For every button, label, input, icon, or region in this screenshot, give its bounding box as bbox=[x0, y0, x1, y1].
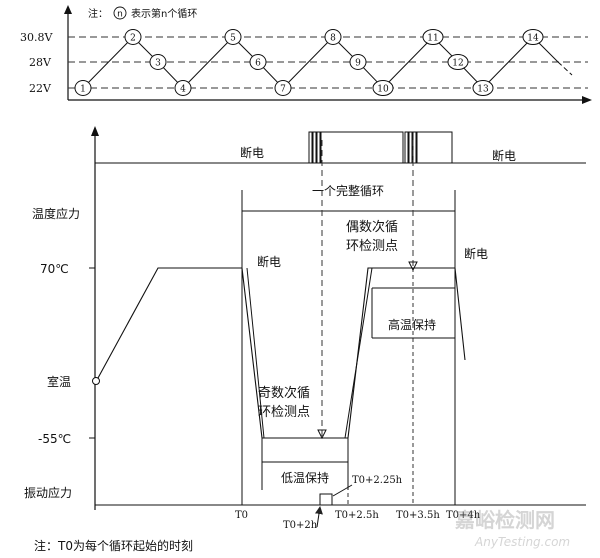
time-t0: T0 bbox=[235, 510, 248, 521]
voltage-baseline-arrow bbox=[582, 96, 592, 104]
cycle-marker bbox=[522, 29, 544, 45]
t2-arrow bbox=[315, 506, 323, 528]
power-pulses bbox=[308, 131, 453, 163]
cycle-marker bbox=[74, 80, 92, 96]
t225-leader bbox=[332, 484, 353, 497]
level-label-22: 22V bbox=[29, 82, 52, 95]
cycle-marker bbox=[472, 80, 494, 96]
temperature-curve bbox=[97, 267, 466, 439]
time-t225: T0+2.25h bbox=[352, 475, 403, 486]
voltage-cycle-panel: 30.8V 28V 22V 注： n 表示第n个循环 1234567891011… bbox=[20, 5, 592, 104]
vibration-label: 振动应力 bbox=[24, 485, 72, 500]
cycle-marker bbox=[447, 54, 469, 70]
cycle-marker-label: 4 bbox=[180, 85, 186, 95]
watermark-cn: 嘉峪检测网 bbox=[454, 508, 555, 532]
cycle-marker-label: 10 bbox=[377, 85, 389, 95]
voltage-axis-arrow bbox=[64, 5, 72, 14]
cycle-marker bbox=[124, 29, 142, 45]
start-point-icon bbox=[92, 377, 100, 385]
watermark: 嘉峪检测网 AnyTesting.com bbox=[454, 508, 570, 549]
temp-low-label: -55℃ bbox=[38, 432, 71, 446]
temp-stress-label: 温度应力 bbox=[32, 206, 80, 221]
time-t25: T0+2.5h bbox=[335, 510, 379, 521]
cycle-note-prefix: 注： bbox=[88, 7, 108, 20]
cycle-marker bbox=[224, 29, 242, 45]
note-circle-icon bbox=[113, 6, 127, 20]
high-hold-label: 高温保持 bbox=[388, 317, 436, 332]
cycle-marker bbox=[422, 29, 444, 45]
cooling-edge bbox=[246, 267, 265, 439]
cycle-marker-label: 13 bbox=[477, 85, 489, 95]
cycle-marker-label: 14 bbox=[527, 34, 539, 44]
watermark-en: AnyTesting.com bbox=[474, 535, 570, 549]
cycle-marker bbox=[274, 80, 292, 96]
odd-check-label-line1: 奇数次循 bbox=[258, 385, 310, 401]
profile-axis-arrow bbox=[91, 126, 99, 136]
cycle-marker-label: 5 bbox=[230, 34, 236, 44]
cycle-marker-label: 8 bbox=[330, 34, 336, 44]
even-check-arrow-icon bbox=[408, 261, 418, 272]
footnote: 注：T0为每个循环起始的时刻 bbox=[34, 538, 193, 553]
heating-edge bbox=[344, 267, 373, 439]
vibration-pulse bbox=[319, 493, 333, 506]
temperature-profile: 断电 断电 一个完整循环 温度应力 70℃ 室温 -55℃ 振动应力 断电 断电… bbox=[24, 126, 586, 553]
time-t2: T0+2h bbox=[283, 520, 318, 531]
note-symbol: n bbox=[117, 10, 123, 20]
power-off-right: 断电 bbox=[492, 148, 516, 163]
low-hold-label: 低温保持 bbox=[281, 470, 329, 485]
level-label-30.8: 30.8V bbox=[20, 31, 53, 44]
level-label-28: 28V bbox=[29, 56, 52, 69]
cycle-marker-label: 9 bbox=[355, 59, 361, 69]
cycle-note-text: 表示第n个循环 bbox=[131, 7, 197, 20]
cycle-marker bbox=[324, 29, 342, 45]
time-t35: T0+3.5h bbox=[396, 510, 440, 521]
time-t4: T0+4h bbox=[446, 510, 481, 521]
odd-check-label-line2: 环检测点 bbox=[258, 405, 310, 420]
cycle-marker-label: 2 bbox=[130, 34, 136, 44]
power-off-left: 断电 bbox=[240, 145, 264, 160]
cycle-marker bbox=[249, 54, 267, 70]
voltage-zigzag-continuation bbox=[557, 61, 573, 76]
cycle-marker-label: 11 bbox=[427, 34, 438, 44]
full-cycle-label: 一个完整循环 bbox=[312, 183, 384, 198]
odd-check-arrow-icon bbox=[317, 429, 327, 440]
power-off-mid-left: 断电 bbox=[257, 254, 281, 269]
cycle-marker-label: 1 bbox=[80, 85, 86, 95]
cycle-marker-label: 7 bbox=[280, 85, 286, 95]
cycle-marker-label: 3 bbox=[155, 59, 161, 69]
even-check-label-line1: 偶数次循 bbox=[346, 219, 398, 235]
cycle-marker bbox=[349, 54, 367, 70]
room-temp-label: 室温 bbox=[47, 374, 71, 389]
cycle-marker bbox=[372, 80, 394, 96]
even-check-label-line2: 环检测点 bbox=[346, 239, 398, 254]
cycle-marker bbox=[174, 80, 192, 96]
temp-high-label: 70℃ bbox=[40, 262, 69, 276]
cycle-marker-label: 12 bbox=[452, 59, 463, 69]
cycle-marker-label: 6 bbox=[255, 59, 261, 69]
cycle-marker bbox=[149, 54, 167, 70]
power-off-mid-right: 断电 bbox=[464, 246, 488, 261]
